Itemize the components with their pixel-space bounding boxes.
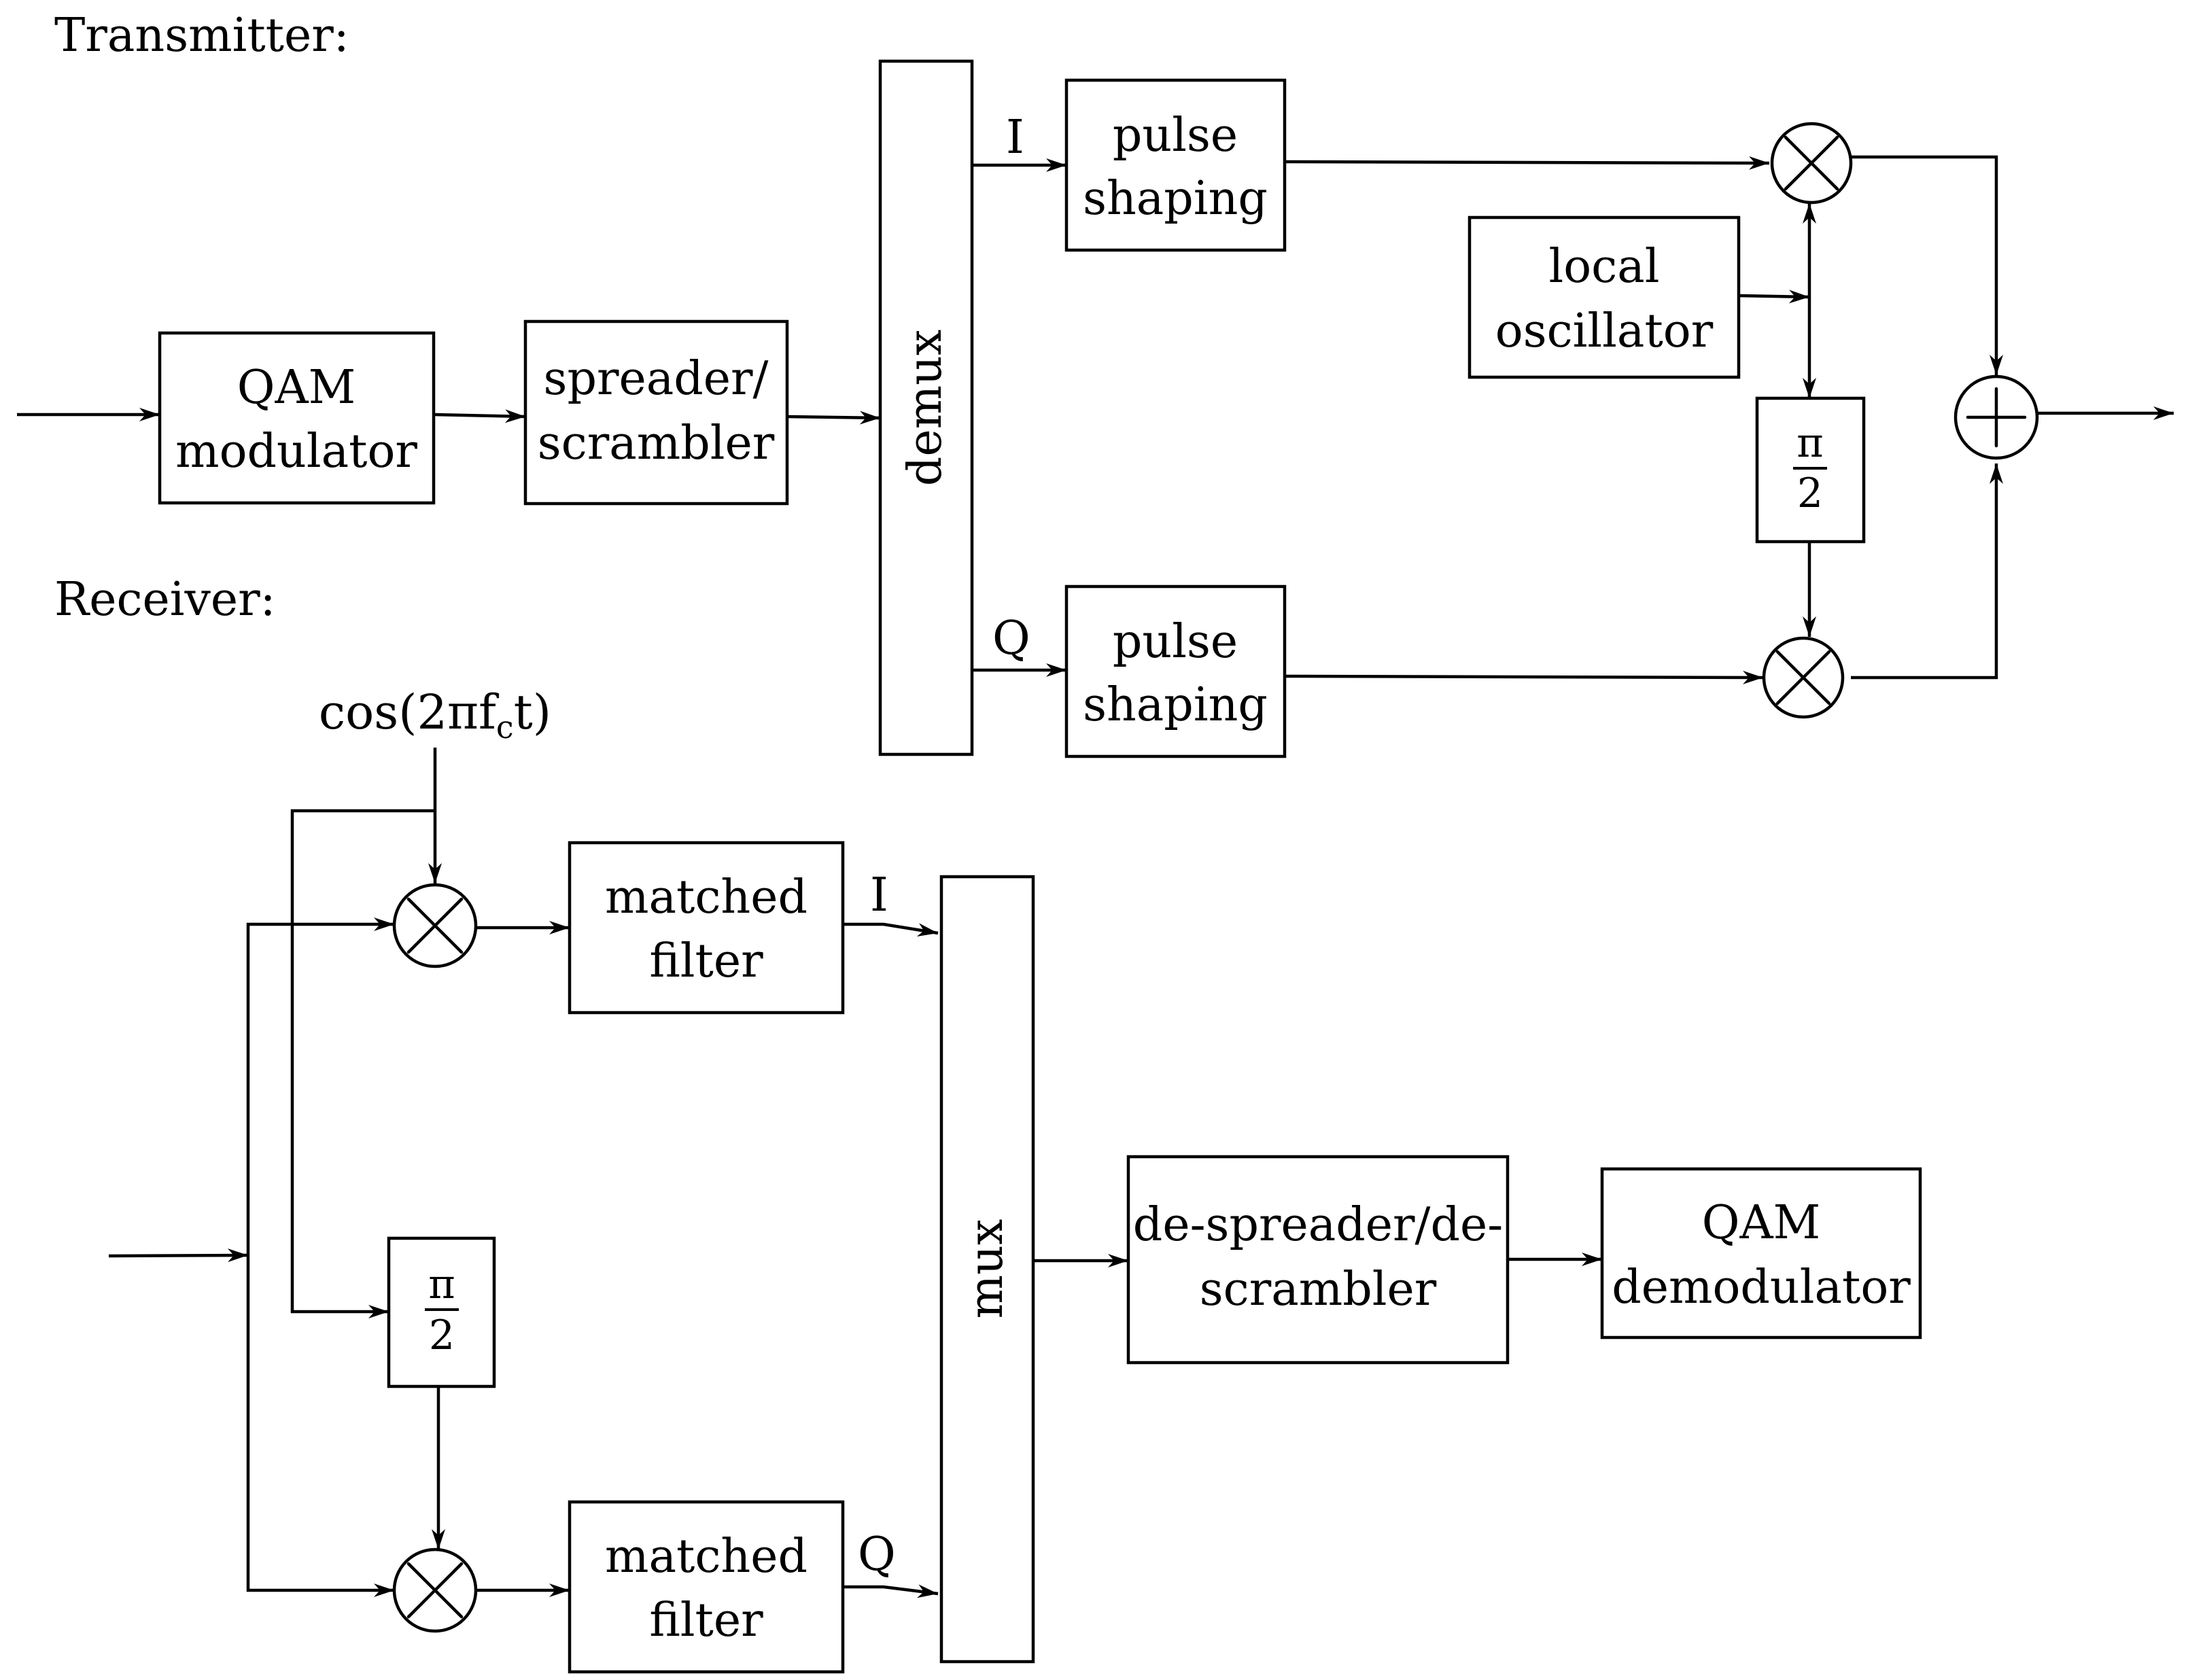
tx-mixer-i — [1770, 122, 1853, 205]
plus-icon — [1966, 387, 2027, 448]
rx-input-to-mixer-q-wire — [246, 1255, 394, 1597]
despreader-line1: de-spreader/de- — [1133, 1198, 1503, 1252]
tx-adder — [1953, 374, 2039, 460]
local-oscillator-line2: oscillator — [1495, 304, 1714, 358]
despreader-line2: scrambler — [1200, 1263, 1437, 1316]
matched-filter-q-block: matched filter — [568, 1500, 845, 1674]
tx-pulse-i-to-mixer-wire — [1284, 156, 1770, 170]
tx-qam-to-spreader-wire — [433, 409, 526, 423]
transmitter: QAM modulator spreader/ scrambler demux … — [17, 59, 2174, 758]
pulse-shaping-q-line1: pulse — [1113, 615, 1238, 669]
pulse-shaping-q-block: pulse shaping — [1064, 584, 1287, 758]
demux-label: demux — [899, 330, 952, 486]
tx-spreader-to-demux-wire — [786, 410, 881, 425]
tx-label-i: I — [1006, 111, 1024, 164]
rx-phase-numerator: π — [428, 1261, 455, 1308]
tx-phase-shift-block: π 2 — [1755, 396, 1866, 544]
spreader-scrambler-block: spreader/ scrambler — [523, 319, 789, 506]
matched-filter-i-line2: filter — [649, 934, 763, 988]
pulse-shaping-i-line2: shaping — [1083, 172, 1268, 226]
tx-mixer-q-to-adder-wire — [1851, 463, 2003, 680]
matched-filter-i-line1: matched — [605, 871, 808, 924]
pulse-shaping-i-line1: pulse — [1113, 109, 1238, 162]
multiply-icon — [1784, 135, 1839, 191]
pulse-shaping-i-block: pulse shaping — [1064, 78, 1287, 252]
transmitter-title: Transmitter: — [54, 9, 349, 63]
demux-block: demux — [878, 59, 974, 756]
qam-demodulator-line1: QAM — [1702, 1196, 1820, 1250]
rx-filter-i-to-mux-wire — [843, 922, 939, 937]
spreader-line1: spreader/ — [544, 352, 769, 406]
rx-filter-q-to-mux-wire — [843, 1584, 939, 1598]
matched-filter-q-line2: filter — [649, 1594, 763, 1647]
carrier-label: cos(2πfct) — [319, 684, 551, 746]
rx-phase-denominator: 2 — [429, 1312, 455, 1359]
rx-carrier-to-phase-wire — [290, 809, 435, 1318]
spreader-line2: scrambler — [538, 417, 775, 470]
multiply-icon — [406, 897, 464, 954]
tx-mixer-i-to-adder-wire — [1851, 155, 2003, 375]
qam-modulator-block: QAM modulator — [158, 331, 436, 505]
mux-label: mux — [960, 1219, 1013, 1319]
local-oscillator-block: local oscillator — [1468, 215, 1741, 379]
qam-modulator-line2: modulator — [175, 425, 417, 478]
rx-input-to-mixer-i-wire — [246, 917, 394, 1255]
rx-input-wire — [108, 1248, 249, 1263]
tx-mixer-q — [1762, 636, 1845, 719]
tx-lo-to-junction-wire — [1738, 290, 1810, 304]
qam-demodulator-line2: demodulator — [1612, 1261, 1911, 1314]
receiver-title: Receiver: — [54, 573, 276, 627]
mux-block: mux — [939, 875, 1035, 1664]
rx-label-q: Q — [858, 1528, 896, 1581]
tx-pulse-q-to-mixer-wire — [1284, 670, 1764, 684]
tx-phase-denominator: 2 — [1797, 470, 1823, 517]
matched-filter-q-line1: matched — [605, 1530, 808, 1583]
rx-mixer-i — [392, 883, 478, 968]
local-oscillator-line1: local — [1548, 240, 1659, 294]
pulse-shaping-q-line2: shaping — [1083, 678, 1268, 732]
receiver: cos(2πfct) π 2 match — [108, 684, 1922, 1674]
qam-demodulator-block: QAM demodulator — [1600, 1167, 1922, 1340]
matched-filter-i-block: matched filter — [568, 841, 845, 1015]
rx-phase-shift-block: π 2 — [387, 1236, 496, 1388]
rx-mixer-q — [392, 1547, 478, 1633]
multiply-icon — [1775, 650, 1831, 705]
multiply-icon — [406, 1562, 464, 1619]
tx-phase-numerator: π — [1796, 419, 1823, 467]
despreader-block: de-spreader/de- scrambler — [1126, 1155, 1510, 1365]
tx-label-q: Q — [992, 612, 1030, 665]
rx-label-i: I — [870, 869, 888, 922]
qam-modulator-line1: QAM — [237, 361, 355, 415]
